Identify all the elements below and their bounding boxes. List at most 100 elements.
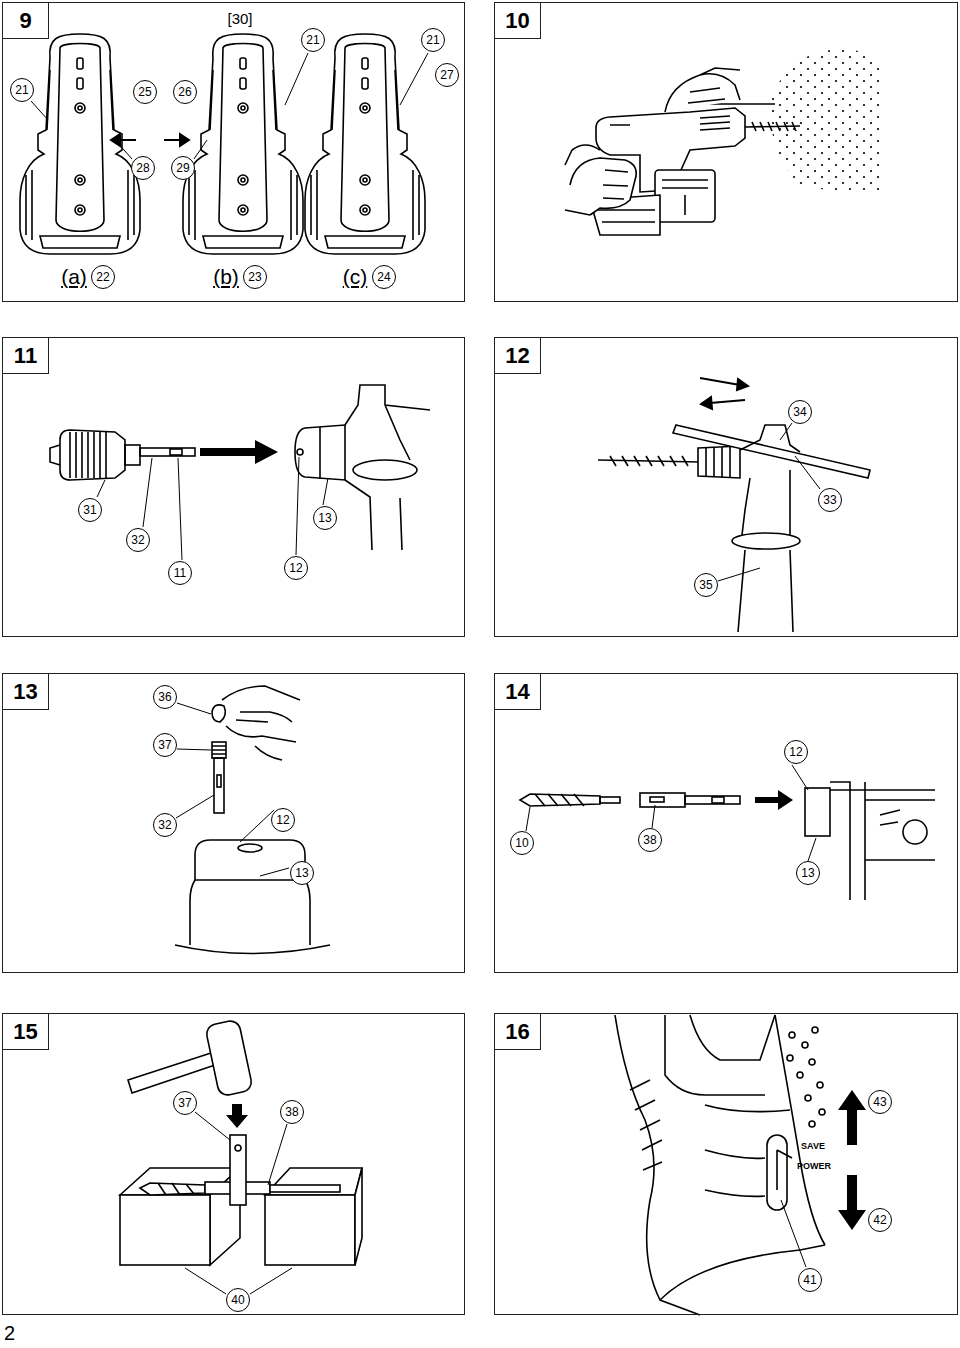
drill-front — [295, 385, 430, 550]
drill-front — [297, 449, 303, 455]
leader-line — [176, 795, 214, 818]
adapter — [650, 797, 664, 802]
figure-number: 16 — [505, 1019, 529, 1045]
drill-back-view — [183, 34, 303, 254]
dust-cloud — [772, 49, 882, 192]
drill-bit — [535, 794, 584, 806]
figure-number: 12 — [505, 343, 529, 369]
drill-back-view — [305, 34, 425, 254]
grip-closeup — [775, 1015, 825, 1245]
drill-front — [805, 788, 830, 836]
grip-closeup — [690, 1015, 775, 1060]
leader-line — [780, 423, 792, 440]
adapter — [217, 775, 221, 787]
adapter — [712, 797, 724, 803]
hammer — [205, 1019, 253, 1096]
adapter — [685, 796, 740, 804]
drill-chuck — [60, 430, 125, 480]
grip-closeup — [812, 1027, 818, 1033]
drill-in-use — [565, 68, 800, 235]
drill-chuck — [50, 430, 195, 480]
switch-marking: SAVE — [801, 1141, 825, 1151]
callout-number: 13 — [796, 861, 820, 885]
hammer — [128, 1052, 218, 1093]
callout-number: 13 — [290, 861, 314, 885]
callout-number: 43 — [868, 1090, 892, 1114]
drill-with-side-handle — [706, 447, 730, 477]
drill-in-use — [752, 122, 796, 131]
grip-closeup — [817, 1082, 823, 1088]
move-arrow — [838, 1090, 866, 1145]
support-block — [265, 1195, 355, 1265]
callout-number: 36 — [153, 685, 177, 709]
hand — [212, 705, 225, 722]
drill-bit — [520, 794, 600, 806]
figure-number-tab: 16 — [495, 1014, 541, 1050]
drill-front — [319, 427, 321, 479]
callout-number: 12 — [271, 808, 295, 832]
drill-chuck — [70, 432, 106, 478]
callout-number: 37 — [173, 1091, 197, 1115]
grip-closeup — [615, 1015, 700, 1315]
grip-closeup — [630, 1080, 662, 1170]
leader-line — [792, 765, 808, 790]
dust-cloud — [772, 49, 882, 192]
leader-line — [285, 53, 308, 105]
view-letter: (a) — [60, 265, 88, 289]
leader-line — [177, 749, 211, 750]
move-arrow — [737, 379, 748, 390]
move-arrow — [701, 397, 712, 409]
callout-number: 38 — [638, 828, 662, 852]
grip-closeup — [809, 1059, 815, 1065]
drill-chuck — [50, 445, 60, 465]
callout-number: 23 — [243, 265, 267, 289]
callout-number: 28 — [131, 156, 155, 180]
hit-arrow — [226, 1104, 248, 1128]
grip-closeup — [802, 1042, 808, 1048]
grip-closeup — [777, 1150, 792, 1190]
callout-number: 41 — [798, 1268, 822, 1292]
callout-number: 12 — [784, 740, 808, 764]
figure-panel: 11 — [2, 337, 465, 637]
support-block — [355, 1168, 362, 1265]
chuck-top — [175, 840, 330, 954]
callout-number: 32 — [126, 528, 150, 552]
drill-in-use — [565, 145, 628, 215]
drill-chuck — [170, 449, 182, 455]
drill-in-use — [610, 116, 730, 130]
move-arrow — [710, 400, 745, 403]
figure-number-tab: 14 — [495, 674, 541, 710]
figure-number-tab: 15 — [3, 1014, 49, 1050]
hammer — [128, 1019, 253, 1096]
callout-number: [30] — [227, 10, 252, 27]
bit-and-adapter — [158, 1183, 194, 1195]
drill-front — [830, 782, 935, 900]
figure-panel: 16 — [494, 1013, 958, 1315]
drill-with-side-handle — [738, 550, 793, 632]
callout-number: 29 — [171, 156, 195, 180]
drill-with-side-handle — [740, 425, 800, 535]
hit-arrow — [226, 1104, 248, 1128]
move-arrow — [700, 378, 740, 385]
move-arrow — [111, 134, 189, 146]
grip-closeup — [789, 1032, 795, 1038]
figure-panel: 15 — [2, 1013, 465, 1315]
callout-number: 40 — [226, 1288, 250, 1312]
page-number: 2 — [3, 1322, 16, 1345]
figure-number: 11 — [14, 343, 37, 369]
leader-line — [185, 1268, 226, 1294]
callout-number: 21 — [301, 28, 325, 52]
leader-line — [781, 1200, 806, 1267]
grip-closeup — [660, 1245, 825, 1300]
drill-front — [805, 782, 935, 900]
drill-with-side-handle — [598, 425, 870, 632]
move-arrow — [838, 1175, 866, 1230]
figure-number: 15 — [13, 1019, 37, 1045]
chuck-top — [175, 945, 330, 954]
leader-line — [178, 458, 182, 560]
grip-closeup — [615, 1015, 825, 1315]
leader-line — [652, 805, 655, 828]
move-arrow — [180, 134, 189, 146]
